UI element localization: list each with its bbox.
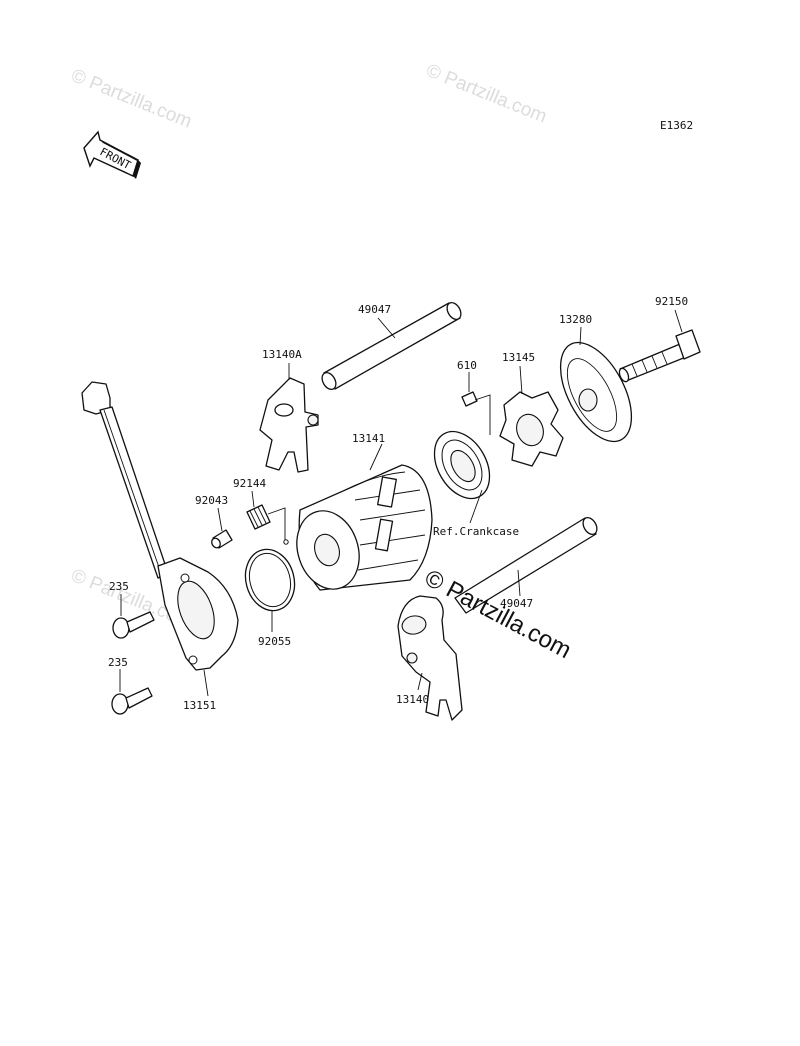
callout-13280: 13280 <box>559 313 592 326</box>
callout-49047-bottom: 49047 <box>500 597 533 610</box>
plate-13280 <box>559 341 633 443</box>
gear-position-sensor-13151 <box>81 381 239 671</box>
shift-drum-13141 <box>296 464 433 591</box>
callout-92150: 92150 <box>655 295 688 308</box>
callout-610: 610 <box>457 359 477 372</box>
shaft-49047-top <box>321 301 462 391</box>
screw-235-top <box>112 611 155 639</box>
shaft-49047-bottom <box>454 516 598 614</box>
callout-49047-top: 49047 <box>358 303 391 316</box>
callout-92144: 92144 <box>233 477 266 490</box>
o-ring-92055 <box>244 548 296 612</box>
shift-fork-13140 <box>397 595 463 721</box>
pin-92043 <box>211 529 233 549</box>
screw-235-bottom <box>111 687 153 715</box>
callout-235-bottom: 235 <box>108 656 128 669</box>
callout-ref-crankcase: Ref.Crankcase <box>433 525 519 538</box>
shift-fork-13140A <box>259 377 319 473</box>
front-arrow-icon: FRONT <box>83 130 141 179</box>
callout-13141: 13141 <box>352 432 385 445</box>
bolt-92150 <box>618 329 701 383</box>
callout-235-top: 235 <box>109 580 129 593</box>
pin-610 <box>461 391 478 407</box>
callout-92043: 92043 <box>195 494 228 507</box>
shift-cam-13145 <box>499 391 564 467</box>
callout-92055: 92055 <box>258 635 291 648</box>
spring-92144 <box>246 504 271 530</box>
diagram-code: E1362 <box>660 119 693 132</box>
callout-13151: 13151 <box>183 699 216 712</box>
bearing-ref-crankcase <box>433 430 491 500</box>
watermark-text: © Partzilla.com <box>423 60 550 127</box>
callout-13140: 13140 <box>396 693 429 706</box>
callout-13145: 13145 <box>502 351 535 364</box>
callout-13140A: 13140A <box>262 348 302 361</box>
watermark-text: © Partzilla.com <box>68 65 195 132</box>
